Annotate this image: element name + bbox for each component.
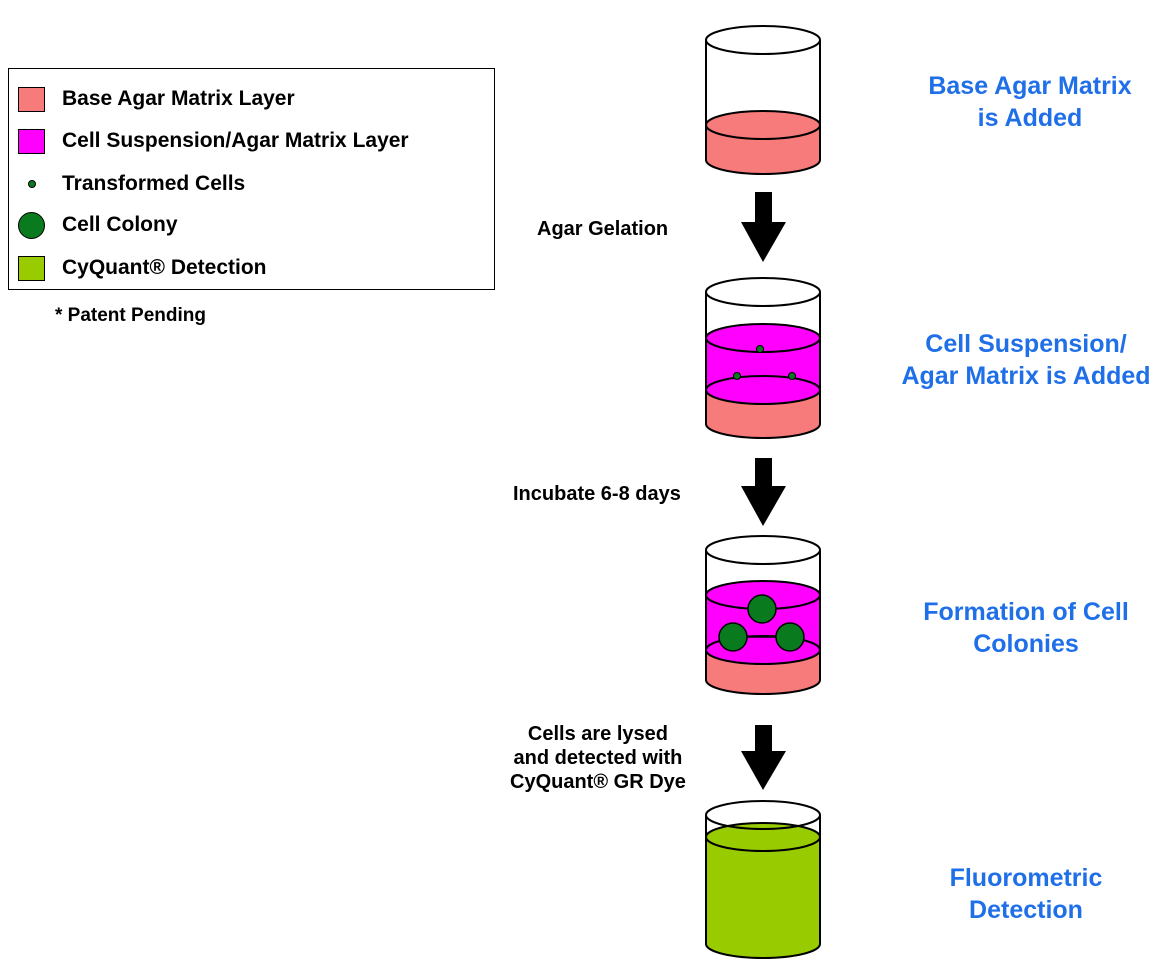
transformed-cell	[756, 345, 764, 353]
colony-circle-icon	[18, 212, 45, 239]
step-label-cell-suspension: Cell Suspension/ Agar Matrix is Added	[901, 330, 1151, 390]
base-agar-swatch-icon	[18, 87, 45, 112]
step-label-colonies: Formation of Cell Colonies	[923, 598, 1129, 658]
detection-swatch-icon	[18, 256, 45, 281]
cylinder-base-agar	[705, 25, 821, 175]
legend-label: Transformed Cells	[62, 172, 246, 195]
transformed-cell	[733, 372, 741, 380]
arrow-label-agar-gelation: Agar Gelation	[537, 218, 669, 240]
arrow-incubate	[741, 458, 786, 526]
legend-label: Cell Colony	[62, 213, 178, 236]
cell-colony	[718, 622, 748, 652]
cylinder-cell-suspension	[705, 277, 821, 439]
arrow-label-lysis: Cells are lysed and detected with CyQuan…	[510, 723, 686, 793]
step-label-detection: Fluorometric Detection	[949, 864, 1103, 924]
arrow-agar-gelation	[741, 192, 786, 262]
patent-note: * Patent Pending	[55, 305, 206, 326]
cylinder-fluorometric-detection	[705, 800, 821, 959]
legend-label: CyQuant® Detection	[62, 256, 267, 279]
small-dot-icon	[28, 180, 36, 188]
cell-colony	[747, 594, 777, 624]
step-label-base-agar: Base Agar Matrix is Added	[928, 72, 1132, 132]
cell-colony	[775, 622, 805, 652]
legend-label: Cell Suspension/Agar Matrix Layer	[62, 129, 409, 152]
transformed-cell	[788, 372, 796, 380]
legend: Base Agar Matrix Layer Cell Suspension/A…	[8, 68, 495, 290]
arrow-label-incubate: Incubate 6-8 days	[513, 483, 681, 505]
legend-label: Base Agar Matrix Layer	[62, 87, 295, 110]
cylinder-cell-colonies	[705, 535, 821, 695]
arrow-lysis-detection	[741, 725, 786, 790]
cell-suspension-swatch-icon	[18, 129, 45, 154]
